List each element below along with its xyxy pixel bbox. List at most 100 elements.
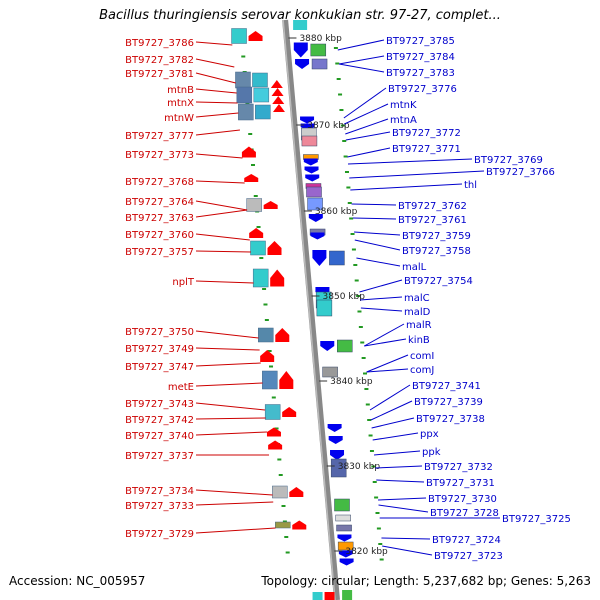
left-tick-mark: [281, 505, 286, 507]
left-gene-label: BT9727_3764: [125, 197, 194, 208]
left-tick-mark: [285, 551, 290, 554]
gene-arrow-up: [266, 427, 281, 437]
right-gene-label: ppx: [420, 429, 439, 440]
left-label-line: [195, 58, 235, 68]
left-gene-label: BT9727_3737: [125, 451, 194, 462]
gene-arrow-up: [282, 407, 297, 417]
left-gene-label: BT9727_3786: [125, 38, 194, 49]
right-gene-label: BT9727_3761: [398, 215, 467, 226]
right-tick-mark: [349, 217, 354, 220]
right-label-line: [354, 239, 401, 251]
left-label-line: [195, 88, 237, 94]
right-tick-mark: [368, 434, 373, 437]
right-label-line: [372, 432, 419, 441]
left-label-line: [195, 362, 261, 367]
gene-arrow-up: [248, 31, 263, 41]
gene-arrow-up: [270, 269, 285, 287]
right-tick-mark: [367, 419, 372, 421]
accession-label: Accession: NC_005957: [9, 574, 146, 588]
right-label-line: [350, 183, 463, 191]
genome-stats: Topology: circular; Length: 5,237,682 bp…: [261, 574, 591, 588]
right-gene-label: BT9727_3731: [426, 478, 495, 489]
gene-block: [258, 327, 274, 343]
left-gene-label: BT9727_3757: [125, 247, 194, 258]
right-tick-mark: [360, 341, 365, 344]
right-tick-mark: [354, 279, 359, 282]
gene-block: [335, 514, 351, 522]
right-tick-mark: [379, 558, 384, 561]
left-tick-mark: [248, 133, 253, 135]
right-tick-mark: [375, 512, 380, 514]
gene-block: [306, 186, 322, 198]
right-label-line: [360, 296, 403, 301]
gene-arrow-up: [292, 520, 307, 530]
right-label-line: [364, 338, 407, 347]
left-label-line: [195, 129, 241, 136]
left-tick-mark: [284, 536, 289, 538]
right-label-line: [360, 307, 403, 312]
gene-block: [262, 370, 278, 390]
left-label-line: [195, 209, 248, 218]
gene-arrow-up: [249, 228, 264, 238]
right-tick-mark: [351, 248, 356, 251]
right-label-line: [376, 479, 425, 483]
right-tick-mark: [333, 47, 338, 49]
gene-block: [336, 524, 352, 532]
label-lines-layer: [195, 39, 500, 556]
gene-arrow-down: [308, 214, 323, 222]
right-gene-label: BT9727_3759: [402, 231, 471, 242]
left-label-line: [195, 489, 273, 496]
right-label-line: [338, 55, 385, 65]
right-tick-mark: [364, 388, 369, 390]
left-gene-label: BT9727_3747: [125, 362, 194, 373]
gene-arrow-down: [312, 250, 327, 266]
gene-arrow-down: [328, 436, 343, 444]
left-gene-label: BT9727_3782: [125, 55, 194, 66]
gene-arrow-down: [339, 558, 354, 566]
right-tick-mark: [371, 465, 376, 468]
left-tick-mark: [263, 303, 268, 306]
left-label-line: [195, 330, 259, 339]
gene-arrow-up: [271, 88, 284, 96]
gene-arrow-down: [320, 341, 335, 351]
right-gene-label: thl: [464, 180, 477, 191]
right-label-line: [382, 545, 433, 556]
gene-block: [272, 485, 288, 499]
gene-block: [246, 198, 262, 212]
right-label-line: [359, 279, 403, 293]
right-label-line: [371, 417, 415, 429]
right-gene-label: BT9727_3730: [428, 494, 497, 505]
right-label-line: [345, 131, 391, 141]
left-label-line: [195, 402, 266, 411]
left-tick-mark: [278, 474, 283, 476]
gene-block: [231, 28, 247, 44]
right-label-line: [345, 118, 389, 135]
right-gene-label: malC: [404, 293, 430, 304]
left-label-line: [195, 200, 248, 211]
right-label-line: [375, 465, 423, 469]
genome-backbone: [282, 19, 340, 600]
gene-arrow-up: [279, 371, 294, 389]
right-gene-label: comI: [410, 351, 434, 362]
genes-layer: [231, 20, 354, 600]
right-label-line: [343, 87, 387, 119]
left-label-line: [195, 153, 243, 159]
left-gene-label: mtnB: [167, 85, 194, 96]
right-gene-label: BT9727_3772: [392, 128, 461, 139]
right-tick-mark: [340, 124, 345, 127]
right-tick-mark: [353, 264, 358, 266]
right-tick-mark: [344, 171, 349, 173]
right-tick-mark: [335, 62, 340, 65]
gene-arrow-up: [244, 174, 259, 182]
right-gene-label: BT9727_3724: [432, 535, 501, 546]
left-label-line: [195, 417, 266, 420]
gene-block: [310, 43, 327, 57]
right-gene-label: BT9727_3766: [486, 167, 555, 178]
left-tick-mark: [241, 55, 246, 58]
right-gene-label: BT9727_3723: [434, 551, 503, 562]
right-gene-label: BT9727_3783: [386, 68, 455, 79]
left-label-line: [195, 501, 274, 506]
right-gene-label: comJ: [410, 365, 434, 376]
right-gene-label: BT9727_3762: [398, 201, 467, 212]
